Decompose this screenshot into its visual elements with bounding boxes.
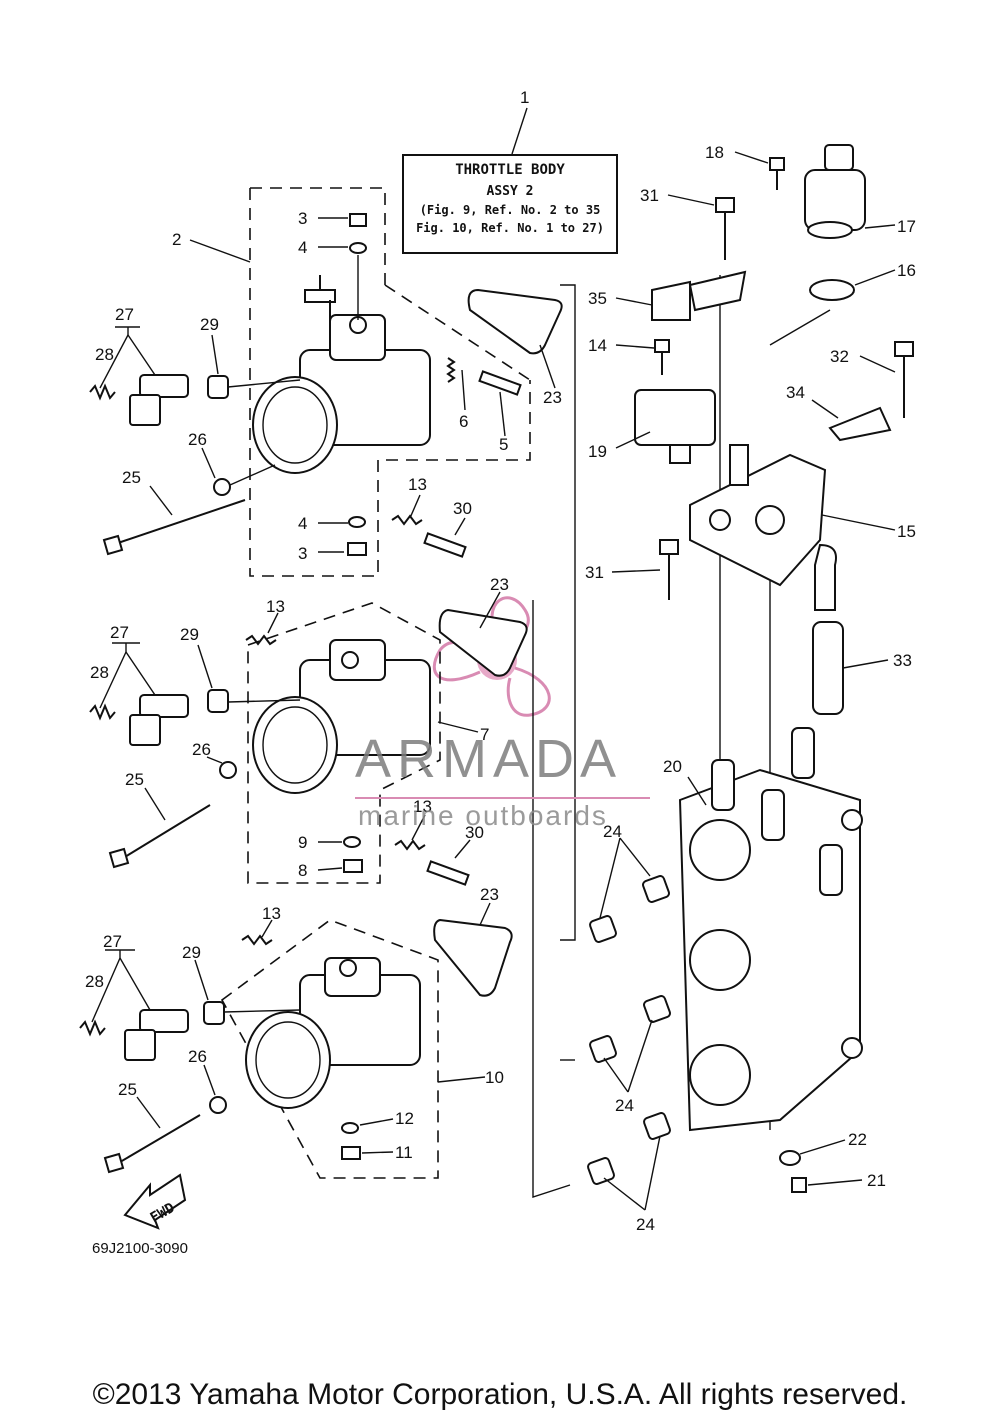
callout-10: 10 <box>485 1068 504 1087</box>
callout-25-bottom: 25 <box>118 1080 137 1099</box>
callout-29-middle: 29 <box>180 625 199 644</box>
callout-28-top: 28 <box>95 345 114 364</box>
callout-9: 9 <box>298 833 307 852</box>
callout-27-middle: 27 <box>110 623 129 642</box>
title-line-3: (Fig. 9, Ref. No. 2 to 35 <box>419 203 601 217</box>
title-line-2: ASSY 2 <box>486 184 534 199</box>
callout-34: 34 <box>786 383 805 402</box>
fwd-arrow-icon <box>123 1173 187 1230</box>
callout-29-bottom: 29 <box>182 943 201 962</box>
callout-24-middle: 24 <box>615 1096 634 1115</box>
callout-5: 5 <box>499 435 508 454</box>
callout-13-middle-lower: 13 <box>413 797 432 816</box>
callout-25-middle: 25 <box>125 770 144 789</box>
callout-26-bottom: 26 <box>188 1047 207 1066</box>
callout-30-middle: 30 <box>465 823 484 842</box>
callout-18: 18 <box>705 143 724 162</box>
callout-21: 21 <box>867 1171 886 1190</box>
callout-4-bottom: 4 <box>298 514 307 533</box>
callout-24-top: 24 <box>603 822 622 841</box>
callout-16: 16 <box>897 261 916 280</box>
callout-13-bottom: 13 <box>262 904 281 923</box>
callout-28-bottom: 28 <box>85 972 104 991</box>
leader-title <box>511 107 528 155</box>
callout-numbers: 1 2 3 4 5 6 23 27 28 29 26 25 13 30 4 3 … <box>85 88 916 1234</box>
callout-19: 19 <box>588 442 607 461</box>
callout-23-top: 23 <box>543 388 562 407</box>
title-line-4: Fig. 10, Ref. No. 1 to 27) <box>416 221 604 235</box>
watermark-divider <box>355 797 650 799</box>
callout-28-middle: 28 <box>90 663 109 682</box>
callout-11: 11 <box>395 1143 413 1162</box>
callout-27-bottom: 27 <box>103 932 122 951</box>
watermark-brand-name: ARMADA <box>355 729 623 789</box>
callout-2: 2 <box>172 230 181 249</box>
callout-3-top: 3 <box>298 209 307 228</box>
callout-1: 1 <box>520 88 529 107</box>
callout-31-bottom: 31 <box>585 563 604 582</box>
callout-23-bottom: 23 <box>480 885 499 904</box>
callout-29-top: 29 <box>200 315 219 334</box>
callout-15: 15 <box>897 522 916 541</box>
copyright-notice: ©2013 Yamaha Motor Corporation, U.S.A. A… <box>92 1378 908 1411</box>
callout-32: 32 <box>830 347 849 366</box>
callout-14: 14 <box>588 336 607 355</box>
callout-26-top: 26 <box>188 430 207 449</box>
callout-3-bottom: 3 <box>298 544 307 563</box>
throttle-body-top <box>89 187 563 577</box>
callout-35: 35 <box>588 289 607 308</box>
callout-13-middle: 13 <box>266 597 285 616</box>
diagram-code: 69J2100-3090 <box>92 1240 188 1257</box>
callout-30-top: 30 <box>453 499 472 518</box>
assembly-title-box: THROTTLE BODY ASSY 2 (Fig. 9, Ref. No. 2… <box>402 154 618 254</box>
callout-24-bottom: 24 <box>636 1215 655 1234</box>
callout-12: 12 <box>395 1109 414 1128</box>
callout-leaders <box>91 151 896 1211</box>
title-line-1: THROTTLE BODY <box>455 162 565 178</box>
callout-6: 6 <box>459 412 468 431</box>
callout-4-top: 4 <box>298 238 307 257</box>
callout-20: 20 <box>663 757 682 776</box>
throttle-body-bottom <box>79 918 513 1230</box>
throttle-body-middle <box>89 602 528 886</box>
callout-13-top: 13 <box>408 475 427 494</box>
watermark-tagline: marine outboards <box>358 800 608 831</box>
callout-17: 17 <box>897 217 916 236</box>
callout-22: 22 <box>848 1130 867 1149</box>
callout-31-top: 31 <box>640 186 659 205</box>
callout-23-middle: 23 <box>490 575 509 594</box>
callout-7: 7 <box>480 725 489 744</box>
callout-25-top: 25 <box>122 468 141 487</box>
callout-27-top: 27 <box>115 305 134 324</box>
callout-33: 33 <box>893 651 912 670</box>
callout-8: 8 <box>298 861 307 880</box>
callout-26-middle: 26 <box>192 740 211 759</box>
